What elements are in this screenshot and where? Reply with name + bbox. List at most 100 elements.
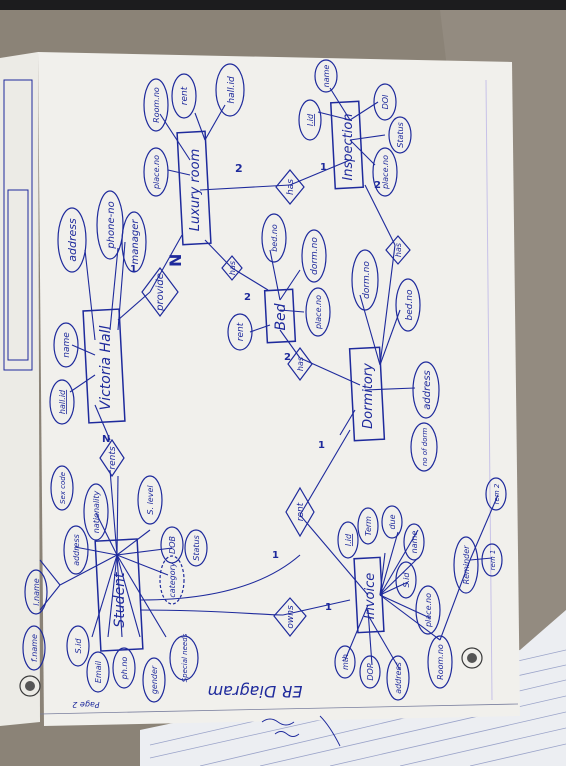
attr-student-status: Status bbox=[192, 535, 201, 561]
attr-hall-phone: phone-no bbox=[106, 201, 117, 249]
entity-student-label: Student bbox=[112, 572, 128, 628]
attr-student-gender: gender bbox=[150, 665, 159, 694]
attr-dorm-bedno: bed.no bbox=[405, 289, 415, 321]
relationship-owns-label: owns bbox=[286, 605, 296, 629]
attr-hall-manager: manager bbox=[130, 219, 141, 265]
relationship-has-room-label: has bbox=[228, 261, 237, 275]
cardinality-one-rent: 1 bbox=[272, 550, 279, 561]
attr-reminder: Reminder bbox=[462, 545, 471, 585]
attr-inv-dop: DOP bbox=[366, 663, 375, 680]
entity-luxury-room: Luxury room bbox=[176, 130, 212, 246]
attr-insp-iid: I.id bbox=[306, 113, 315, 126]
student-attributes: S.id Email ph.no gender Special needs ad… bbox=[22, 465, 208, 703]
attr-insp-name: name bbox=[322, 65, 331, 88]
attr-inv-roomno: Room.no bbox=[436, 644, 445, 680]
relationship-has-bed: has bbox=[287, 347, 313, 381]
attr-student-phno: ph.no bbox=[120, 657, 129, 681]
window-top-bar bbox=[0, 0, 566, 10]
relationship-owns: owns bbox=[273, 597, 307, 637]
relationship-has-dorm-label: has bbox=[394, 243, 403, 257]
left-page-box bbox=[3, 79, 33, 371]
entity-invoice-label: Invoice bbox=[363, 573, 378, 619]
attr-dorm-dormno: dorm.no bbox=[362, 261, 372, 299]
entity-inspection: Inspection bbox=[329, 100, 365, 190]
attr-inv-placeno: place.no bbox=[424, 593, 433, 628]
entity-student: Student bbox=[94, 538, 144, 652]
entity-dormitory: Dormitory bbox=[348, 346, 386, 442]
attr-inv-name: name bbox=[410, 531, 419, 554]
cardinality-two-luxury: 2 bbox=[235, 162, 243, 175]
inspection-attributes: I.id name DOI place.no Status bbox=[298, 59, 412, 197]
page-seal-logos bbox=[19, 647, 483, 697]
attr-hall-name: name bbox=[62, 332, 72, 358]
relationship-rents: rents bbox=[99, 438, 125, 478]
cardinality-one-inspection: 1 bbox=[320, 162, 327, 173]
page-label: Page 2 bbox=[72, 700, 99, 709]
entity-luxury-room-label: Luxury room bbox=[188, 149, 203, 232]
attr-inv-address: address bbox=[394, 662, 403, 694]
relationship-has-luxury-label: has bbox=[286, 179, 296, 195]
attr-student-sexcode: Sex code bbox=[59, 472, 67, 504]
cardinality-one-hall: 1 bbox=[130, 264, 137, 275]
attr-rem1: rem 1 bbox=[489, 550, 497, 571]
attr-bed-bedno: bed.no bbox=[270, 224, 279, 252]
attr-student-email: Email bbox=[94, 660, 103, 683]
attr-student-address: address bbox=[72, 534, 81, 566]
attr-bed-placeno: place.no bbox=[314, 295, 323, 330]
attr-bed-dormno: dorm.no bbox=[310, 237, 320, 275]
cardinality-n-rents: N bbox=[102, 434, 110, 445]
margin-line bbox=[485, 79, 493, 701]
entity-dormitory-label: Dormitory bbox=[361, 363, 376, 429]
attr-student-slevel: S. level bbox=[146, 485, 155, 515]
entity-victoria-hall: Victoria Hall bbox=[82, 308, 126, 424]
attr-inv-mth: mth bbox=[341, 654, 350, 670]
attr-inv-sid: S.id bbox=[402, 572, 411, 588]
relationship-provide-label: provide bbox=[155, 273, 166, 312]
attr-rem2: rem 2 bbox=[493, 483, 501, 504]
attr-bed-rent: rent bbox=[236, 322, 246, 341]
left-page bbox=[0, 52, 40, 726]
lined-paper-scribbles bbox=[261, 715, 341, 747]
attr-dorm-address: address bbox=[422, 370, 433, 410]
attr-student-nationality: nationality bbox=[92, 490, 101, 533]
attr-student-special-needs: Special needs bbox=[181, 633, 189, 682]
entity-inspection-label: Inspection bbox=[341, 113, 356, 180]
attr-lux-roomno: Room.no bbox=[152, 87, 161, 123]
relationship-has-room: has bbox=[221, 255, 243, 281]
attr-insp-doi: DOI bbox=[381, 94, 390, 109]
bed-attributes: bed.no dorm.no rent place.no bbox=[227, 213, 331, 351]
attr-student-dob: DOB bbox=[168, 536, 177, 554]
relationship-has-dorm: has bbox=[385, 235, 411, 265]
relationship-has-bed-label: has bbox=[296, 357, 305, 371]
attr-lux-rent: rent bbox=[180, 86, 190, 105]
relationship-rent-label: rent bbox=[296, 502, 306, 521]
er-diagram-photo: Student Victoria Hall Luxury room Inspec… bbox=[0, 10, 566, 766]
luxury-room-attributes: place.no Room.no rent hall.id bbox=[143, 63, 245, 197]
attr-lux-hallid: hall.id bbox=[227, 76, 237, 104]
page-edge-line bbox=[39, 703, 519, 715]
attr-hall-id: hall.id bbox=[58, 389, 67, 414]
entity-bed: Bed bbox=[263, 288, 297, 344]
attr-student-fname: f.name bbox=[30, 634, 39, 662]
diagram-caption: ER Diagram bbox=[207, 682, 302, 701]
entity-bed-label: Bed bbox=[273, 303, 289, 330]
photo-scene: Student Victoria Hall Luxury room Inspec… bbox=[0, 10, 566, 766]
attr-lux-placeno: place.no bbox=[152, 155, 161, 190]
relationship-has-luxury: has bbox=[275, 169, 305, 205]
entity-victoria-hall-label: Victoria Hall bbox=[98, 326, 114, 411]
dormitory-attributes: dorm.no bed.no address no of dorm bbox=[351, 249, 440, 472]
attr-dorm-noofdorm: no of dorm bbox=[421, 428, 429, 467]
cardinality-two-bed-lower: 2 bbox=[284, 352, 291, 363]
relationship-rent: rent bbox=[285, 486, 315, 538]
connector-lines bbox=[39, 87, 499, 671]
attr-insp-placeno: place.no bbox=[381, 155, 390, 190]
attr-student-sid: S.id bbox=[74, 638, 83, 654]
entity-invoice: Invoice bbox=[353, 556, 385, 634]
attr-inv-due: due bbox=[388, 514, 397, 529]
cardinality-one-invoice: 1 bbox=[325, 602, 332, 613]
cardinality-two-dorm: 2 bbox=[374, 180, 381, 191]
cardinality-one-dorm: 1 bbox=[318, 440, 325, 451]
relationship-provide: provide bbox=[141, 267, 179, 317]
hall-attributes: hall.id name address phone-no manager bbox=[49, 190, 147, 425]
attr-inv-iid: I.id bbox=[344, 533, 353, 546]
